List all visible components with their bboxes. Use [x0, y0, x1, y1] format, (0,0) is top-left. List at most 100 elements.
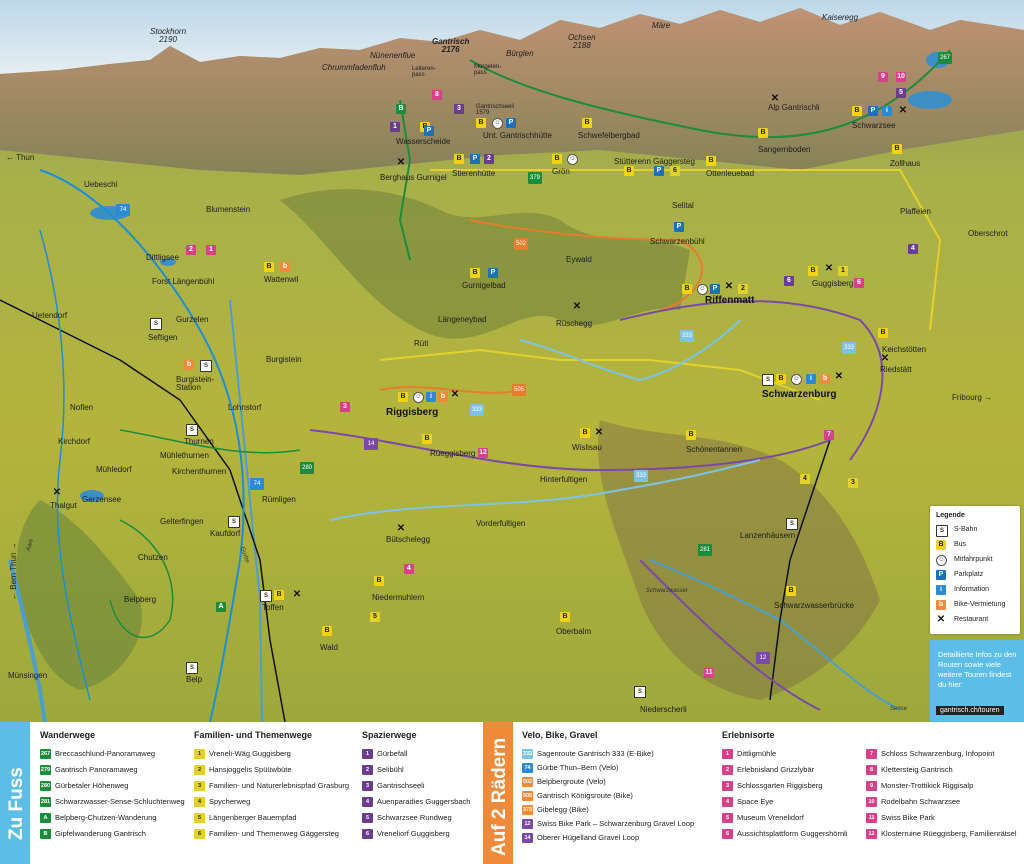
place-lanzenhaeusern: Lanzenhäusern: [740, 531, 796, 540]
poi-9-badge[interactable]: 9: [878, 72, 888, 82]
walk-4-badge[interactable]: 4: [908, 244, 918, 254]
theme-5-badge[interactable]: 5: [370, 612, 380, 622]
bus-icon: B: [892, 144, 902, 154]
place-ruemligen: Rümligen: [262, 495, 296, 504]
familienwege-heading: Familien- und Themenwege: [194, 730, 313, 740]
place-thalgut: Thalgut: [50, 501, 77, 510]
sbahn-icon: S: [786, 518, 798, 530]
bus-icon: B: [582, 118, 592, 128]
place-belp: Belp: [186, 675, 203, 684]
route-badge: 505: [512, 384, 526, 396]
bike-icon: b: [438, 392, 448, 402]
zu-fuss-panel: [30, 722, 483, 864]
place-eywald: Eywald: [566, 255, 592, 264]
peak-maere: Märe: [652, 21, 671, 30]
walk-1-badge[interactable]: 1: [390, 122, 400, 132]
sbahn-icon: S: [186, 662, 198, 674]
hike-b-badge[interactable]: B: [396, 104, 406, 114]
place-buetschelegg: Bütschelegg: [386, 535, 431, 544]
restaurant-icon: ✕: [594, 427, 604, 438]
theme-1-badge[interactable]: 1: [838, 266, 848, 276]
parking-icon: P: [868, 106, 878, 116]
place-seftigen: Seftigen: [148, 333, 178, 342]
info-link[interactable]: gantrisch.ch/touren: [936, 706, 1004, 715]
place-uebeschi: Uebeschi: [84, 180, 118, 189]
hike-a-badge[interactable]: A: [216, 602, 226, 612]
peak-chrummfadenfluh: Chrummfadenfluh: [322, 63, 386, 72]
poi-1-badge[interactable]: 1: [206, 245, 216, 255]
road-number-74: 74: [250, 478, 264, 490]
bus-icon: B: [776, 374, 786, 384]
poi-2-badge[interactable]: 2: [186, 245, 196, 255]
place-burgistein-station: Burgistein-Station: [176, 375, 215, 392]
place-zollhaus: Zollhaus: [890, 159, 921, 168]
walk-6-badge[interactable]: 6: [784, 276, 794, 286]
sbahn-icon: S: [200, 360, 212, 372]
sbahn-icon: S: [150, 318, 162, 330]
sbahn-icon: S: [634, 686, 646, 698]
place-kaufdorf: Kaufdorf: [210, 529, 241, 538]
walk-2-badge[interactable]: 2: [484, 154, 494, 164]
poi-7-badge[interactable]: 7: [824, 430, 834, 440]
place-guggisberg: Guggisberg: [812, 279, 854, 288]
walk-3-badge[interactable]: 3: [454, 104, 464, 114]
restaurant-icon: ✕: [936, 614, 946, 625]
poi-3-badge[interactable]: 3: [340, 402, 350, 412]
bus-icon: B: [398, 392, 408, 402]
route-badge: 12: [756, 652, 770, 664]
theme-2-badge[interactable]: 2: [738, 284, 748, 294]
poi-10-badge[interactable]: 10: [896, 72, 906, 82]
theme-3-badge[interactable]: 3: [848, 478, 858, 488]
poi-8-badge[interactable]: 8: [432, 90, 442, 100]
restaurant-icon: ✕: [572, 301, 582, 312]
place-schwarzenbuehl: Schwarzenbühl: [650, 237, 705, 246]
bus-icon: B: [786, 586, 796, 596]
place-dittligsee: Dittligsee: [146, 253, 179, 262]
direction-fribourg: Fribourg →: [952, 393, 993, 402]
route-badge: 280: [300, 462, 314, 474]
bus-icon: B: [852, 106, 862, 116]
bus-icon: B: [936, 540, 946, 550]
poi-4-badge[interactable]: 4: [404, 564, 414, 574]
info-icon: i: [426, 392, 436, 402]
bus-icon: B: [624, 166, 634, 176]
place-schwarzwasserbruecke: Schwarzwasserbrücke: [774, 601, 855, 610]
place-schwarzenburg: Schwarzenburg: [762, 389, 837, 400]
bus-icon: B: [470, 268, 480, 278]
spazierwege-heading: Spazierwege: [362, 730, 417, 740]
erlebnisorte-heading: Erlebnisorte: [722, 730, 775, 740]
place-oberschrot: Oberschrot: [968, 229, 1008, 238]
place-muehledorf: Mühledorf: [96, 465, 132, 474]
bus-icon: B: [560, 612, 570, 622]
theme-6-badge[interactable]: 6: [670, 166, 680, 176]
place-forst-laengenbuehl: Forst Längenbühl: [152, 277, 215, 286]
bus-icon: B: [454, 154, 464, 164]
bus-icon: B: [758, 128, 768, 138]
bus-icon: B: [264, 262, 274, 272]
place-gurzelen: Gurzelen: [176, 315, 209, 324]
place-riedstaett: Riedstätt: [880, 365, 912, 374]
poi-12-badge[interactable]: 12: [478, 448, 488, 458]
place-wislisau: Wislisau: [572, 443, 602, 452]
poi-6-badge[interactable]: 6: [854, 278, 864, 288]
water-schwarzwasser: Schwarzwasser: [646, 588, 689, 594]
place-sangernboden: Sangernboden: [758, 145, 811, 154]
place-keichstoetten: Keichstötten: [882, 345, 927, 354]
parking-icon: P: [506, 118, 516, 128]
place-schoenentannen: Schönentannen: [686, 445, 743, 454]
theme-4-badge[interactable]: 4: [800, 474, 810, 484]
route-badge: 281: [698, 544, 712, 556]
parking-icon: P: [936, 570, 946, 580]
bus-icon: B: [878, 328, 888, 338]
parking-icon: P: [674, 222, 684, 232]
bus-icon: B: [706, 156, 716, 166]
road-number-74: 74: [116, 204, 130, 216]
auf-2-raedern-panel: [513, 722, 1024, 864]
walk-5-badge[interactable]: 5: [896, 88, 906, 98]
parking-icon: P: [424, 126, 434, 136]
sbahn-icon: S: [260, 590, 272, 602]
poi-11-badge[interactable]: 11: [704, 668, 714, 678]
pass-leiteren: Leiteren-pass: [412, 66, 436, 78]
